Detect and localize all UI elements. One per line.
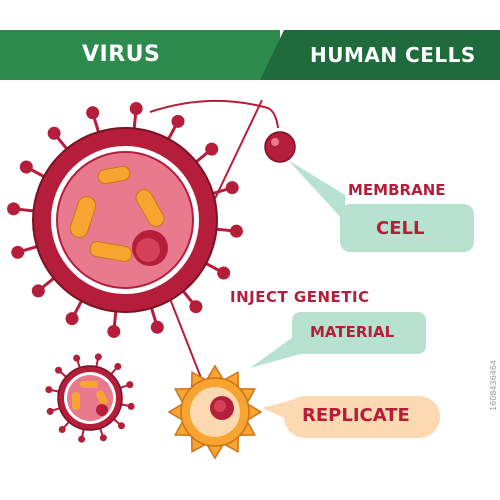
replicate-bubble (284, 396, 440, 438)
big-spike-knob (171, 114, 185, 128)
big-spike-knob (47, 126, 61, 140)
cell-label: CELL (376, 218, 425, 239)
small-spike-knob (73, 354, 81, 362)
material-bubble (292, 312, 426, 354)
small-spike-knob (78, 435, 86, 443)
big-spike-knob (229, 224, 243, 238)
material-label: MATERIAL (310, 323, 395, 341)
small-spike-knob (94, 353, 102, 361)
membrane-curve (149, 99, 279, 129)
big-spike-knob (107, 324, 121, 338)
big-spike-knob (65, 312, 79, 326)
small-spike-knob (117, 422, 125, 430)
host-cell-body (180, 377, 250, 447)
big-spike-knob (19, 160, 33, 174)
small-spike-knob (46, 407, 54, 415)
big-spike-knob (11, 245, 25, 259)
membrane-ball (264, 131, 296, 163)
big-spike-knob (150, 320, 164, 334)
small-spike-knob (55, 366, 63, 374)
big-spike-knob (225, 181, 239, 195)
small-spike-knob (114, 363, 122, 371)
small-spike-knob (45, 386, 53, 394)
banner-right-panel (260, 30, 500, 80)
cell-bubble (340, 204, 474, 252)
big-virus-spikes (7, 102, 243, 338)
small-spike-knob (126, 381, 134, 389)
small-virus (57, 365, 123, 431)
membrane-label: MEMBRANE (348, 181, 446, 199)
stock-id: 1608436464 (489, 360, 498, 411)
big-spike-knob (217, 266, 231, 280)
big-virus (32, 127, 218, 313)
replicate-label: REPLICATE (302, 405, 410, 426)
human-cells-title: HUMAN CELLS (310, 43, 476, 67)
big-spike-knob (129, 102, 143, 116)
small-spike-knob (99, 434, 107, 442)
virus-title: VIRUS (82, 42, 161, 67)
header-banner: VIRUS HUMAN CELLS (0, 30, 500, 80)
big-spike-knob (31, 284, 45, 298)
small-spike-knob (58, 425, 66, 433)
big-spike-knob (205, 142, 219, 156)
big-spike-knob (189, 300, 203, 314)
banner-left-panel (0, 30, 280, 80)
big-spike-knob (7, 202, 21, 216)
inject-label: INJECT GENETIC (230, 288, 370, 306)
big-spike-knob (86, 106, 100, 120)
small-spike-knob (127, 402, 135, 410)
